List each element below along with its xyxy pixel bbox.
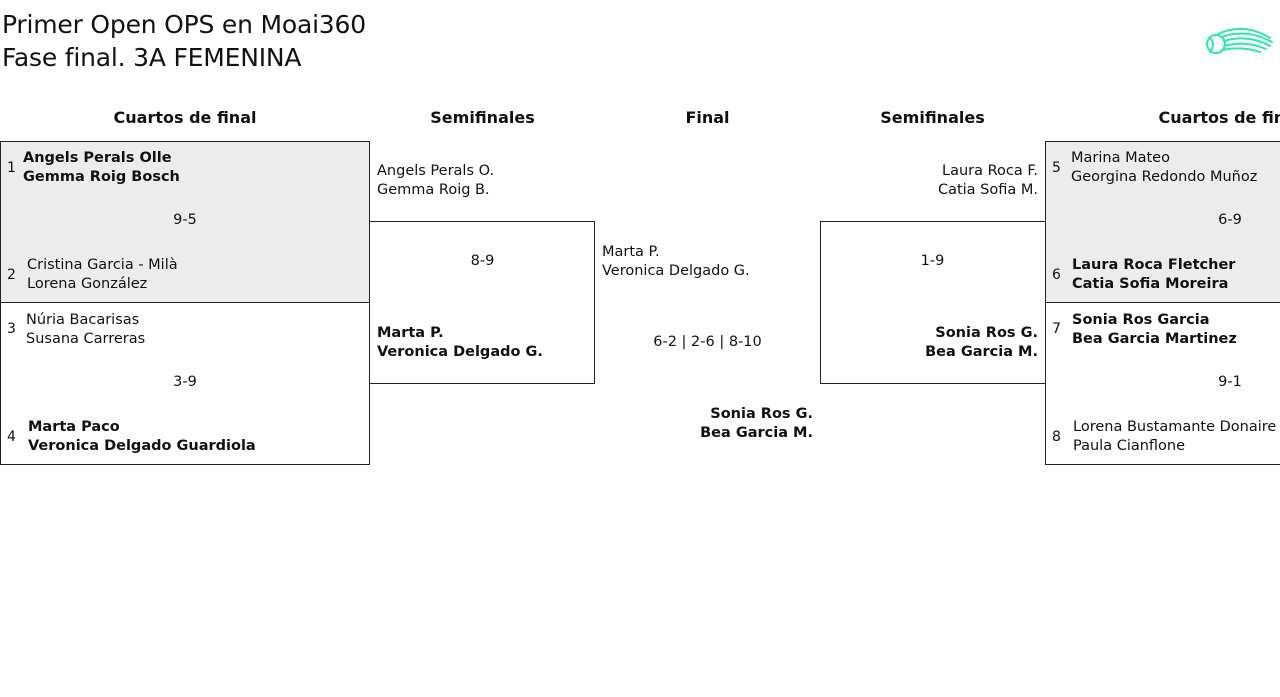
match-score: 9-5 [173, 212, 197, 228]
player-name: Sonia Ros G. [710, 406, 813, 422]
header-left-semifinals: Semifinales [430, 108, 535, 127]
seed-number: 7 [1052, 321, 1061, 337]
team-right-qf1-b: Laura Roca Fletcher Catia Sofia Moreira [1072, 256, 1235, 294]
header-right-quarterfinals: Cuartos de final [1158, 108, 1280, 127]
team-final-a: Marta P. Veronica Delgado G. [602, 243, 750, 281]
player-name: Bea Garcia M. [925, 344, 1038, 360]
player-name: Lorena Bustamante Donaire [1073, 419, 1277, 435]
player-name: Núria Bacarisas [26, 312, 140, 328]
player-name: Catia Sofia M. [937, 182, 1038, 198]
player-name: Bea Garcia Martinez [1072, 331, 1237, 347]
seed-number: 3 [7, 321, 16, 337]
team-final-b-winner: Sonia Ros G. Bea Garcia M. [595, 405, 813, 443]
seed-number: 8 [1052, 429, 1061, 445]
right-qf-match-2 [1045, 302, 1280, 465]
player-name: Gemma Roig Bosch [23, 169, 180, 185]
seed-number: 6 [1052, 267, 1061, 283]
team-left-sf-b: Marta P. Veronica Delgado G. [377, 324, 543, 362]
seed-number: 2 [7, 267, 16, 283]
header-final: Final [685, 108, 730, 127]
seed-number: 1 [7, 160, 16, 176]
match-score: 6-9 [1218, 212, 1242, 228]
match-score: 3-9 [173, 374, 197, 390]
team-left-sf-a: Angels Perals O. Gemma Roig B. [377, 162, 494, 200]
left-sf-match [369, 221, 595, 384]
player-name: Laura Roca Fletcher [1072, 257, 1236, 273]
ball-swoosh-icon [1206, 27, 1273, 54]
player-name: Lorena González [27, 276, 148, 292]
match-score: 9-1 [1218, 374, 1242, 390]
player-name: Marta P. [602, 244, 660, 260]
match-score: 1-9 [920, 253, 945, 269]
seed-number: 4 [7, 429, 16, 445]
player-name: Marta Paco [28, 419, 120, 435]
player-name: Sonia Ros Garcia [1072, 312, 1210, 328]
player-name: Georgina Redondo Muñoz [1071, 169, 1258, 185]
header-right-semifinals: Semifinales [880, 108, 985, 127]
title-line-1: Primer Open OPS en Moai360 [2, 10, 366, 39]
player-name: Marina Mateo [1071, 150, 1170, 166]
team-left-qf1-a: Angels Perals Olle Gemma Roig Bosch [23, 149, 180, 187]
player-name: Angels Perals O. [377, 163, 495, 179]
player-name: Gemma Roig B. [377, 182, 490, 198]
team-right-sf-b: Sonia Ros G. Bea Garcia M. [820, 324, 1038, 362]
player-name: Paula Cianflone [1073, 438, 1186, 454]
team-right-sf-a: Laura Roca F. Catia Sofia M. [820, 162, 1038, 200]
player-name: Laura Roca F. [942, 163, 1038, 179]
team-left-qf2-a: Núria Bacarisas Susana Carreras [26, 311, 145, 349]
team-left-qf2-b: Marta Paco Veronica Delgado Guardiola [28, 418, 256, 456]
player-name: Bea Garcia M. [700, 425, 813, 441]
final-score: 6-2 | 2-6 | 8-10 [653, 334, 762, 350]
team-left-qf1-b: Cristina Garcia - Milà Lorena González [27, 256, 178, 294]
player-name: Sonia Ros G. [935, 325, 1038, 341]
player-name: Angels Perals Olle [23, 150, 172, 166]
team-right-qf2-b: Lorena Bustamante Donaire Paula Cianflon… [1073, 418, 1276, 456]
team-right-qf1-a: Marina Mateo Georgina Redondo Muñoz [1071, 149, 1257, 187]
player-name: Veronica Delgado Guardiola [28, 438, 256, 454]
player-name: Susana Carreras [26, 331, 146, 347]
page-title: Primer Open OPS en Moai360 Fase final. 3… [2, 8, 366, 74]
header-left-quarterfinals: Cuartos de final [113, 108, 257, 127]
player-name: Catia Sofia Moreira [1072, 276, 1229, 292]
title-line-2: Fase final. 3A FEMENINA [2, 43, 302, 72]
player-name: Marta P. [377, 325, 444, 341]
player-name: Cristina Garcia - Milà [27, 257, 178, 273]
team-right-qf2-a: Sonia Ros Garcia Bea Garcia Martinez [1072, 311, 1237, 349]
seed-number: 5 [1052, 160, 1061, 176]
match-score: 8-9 [470, 253, 495, 269]
right-qf-match-1 [1045, 141, 1280, 303]
player-name: Veronica Delgado G. [377, 344, 543, 360]
player-name: Veronica Delgado G. [602, 263, 750, 279]
